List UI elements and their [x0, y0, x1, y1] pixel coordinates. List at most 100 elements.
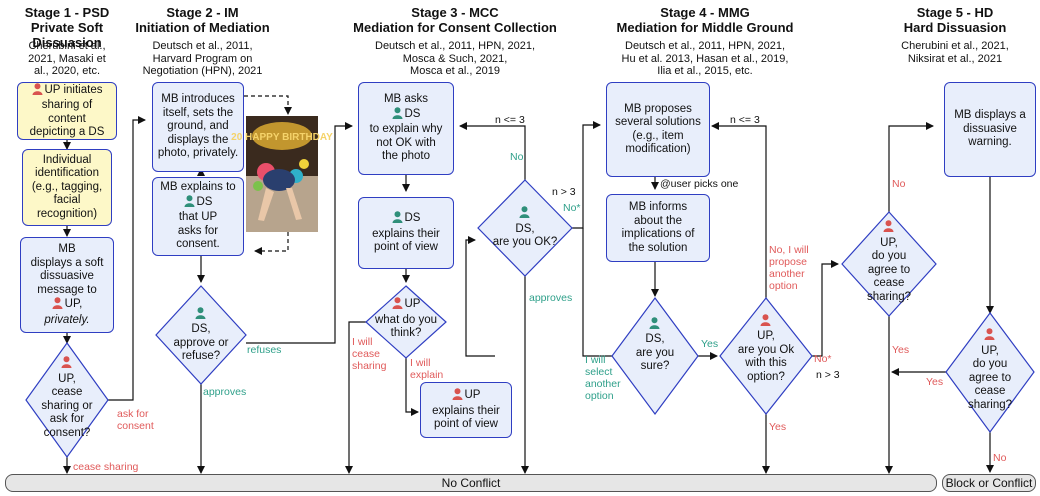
- stage-5-refs: Cherubini et al., 2021, Niksirat et al.,…: [870, 40, 1040, 65]
- node-mb-explains: MB explains to DS that UP asks for conse…: [152, 177, 244, 256]
- node-text: explains their: [432, 404, 500, 417]
- node-text: several solutions: [615, 116, 701, 128]
- node-text: cease: [51, 386, 83, 398]
- label-n-le-3-stage3: n <= 3: [495, 114, 525, 126]
- stage-4-name: Mediation for Middle Ground: [616, 20, 794, 35]
- label-text: select: [585, 366, 613, 378]
- node-text: approve or: [173, 336, 229, 349]
- node-text: explains their: [372, 227, 440, 240]
- label-ask-for-consent: ask for consent: [117, 408, 154, 432]
- stage-5-number: Stage 5 - HD: [916, 5, 994, 20]
- node-text: warning.: [968, 136, 1012, 149]
- node-text: itself, sets the: [162, 106, 234, 119]
- label-no-star-stage3: No*: [563, 202, 581, 214]
- node-text: with this: [745, 357, 787, 370]
- stage-1-title: Stage 1 - PSD Private Soft Dissuasion: [0, 5, 134, 50]
- stage-5-ref-line: Niksirat et al., 2021: [907, 52, 1003, 65]
- diamond-ds-sure: [611, 296, 699, 416]
- stage-3-ref-line: Deutsch et al., 2011, HPN, 2021,: [375, 40, 535, 52]
- up-person-icon: [52, 297, 63, 314]
- label-refuses: refuses: [247, 344, 282, 356]
- stage-2-number: Stage 2 - IM: [166, 5, 239, 20]
- up-person-icon: [452, 388, 463, 405]
- stage-4-ref-line: Deutsch et al., 2011, HPN, 2021,: [625, 40, 785, 52]
- label-yes-stage5-b: Yes: [926, 376, 944, 388]
- node-text: (e.g., item: [632, 129, 684, 142]
- node-text: do you: [871, 250, 907, 262]
- diamond-up-think: [365, 285, 447, 359]
- arrow-s5-no: [888, 122, 934, 212]
- label-text: cease: [352, 348, 381, 360]
- stage-3-refs: Deutsch et al., 2011, HPN, 2021, Mosca &…: [330, 40, 580, 78]
- arrow-s2-refuses: [246, 122, 353, 344]
- label-no-star-stage4: No*: [814, 353, 832, 365]
- node-individual-identification: Individual identification (e.g., tagging…: [22, 149, 112, 226]
- node-text: modification): [625, 143, 691, 155]
- diamond-ds-ok: [477, 179, 573, 277]
- node-up-initiates: UP initiates sharing of content depictin…: [17, 82, 117, 140]
- node-text: that UP: [178, 211, 218, 224]
- label-i-will-select: I will select another option: [585, 354, 621, 402]
- label-approves-stage3: approves: [529, 292, 573, 304]
- no-conflict-bar: No Conflict: [5, 474, 937, 492]
- node-text: consent?: [43, 426, 91, 439]
- node-text: UP: [44, 83, 61, 96]
- node-text: DS: [404, 107, 421, 120]
- stage-2-title: Stage 2 - IM Initiation of Mediation: [135, 5, 270, 35]
- diamond-ds-sure-text: DS, are you sure?: [620, 312, 690, 378]
- node-text: the photo: [382, 150, 430, 163]
- label-text: sharing: [352, 360, 387, 372]
- node-text: MB proposes: [624, 102, 692, 115]
- node-text: UP: [404, 298, 421, 311]
- node-text: ground, and: [167, 120, 229, 133]
- node-text: identification: [35, 167, 99, 180]
- label-yes-stage4-b: Yes: [769, 421, 787, 433]
- node-text: UP,: [981, 344, 999, 357]
- node-text: sharing of: [41, 99, 93, 111]
- shared-photo: 20 HAPPY BIRTHDAY: [231, 116, 333, 232]
- node-text: about the: [634, 214, 682, 227]
- node-text: (e.g., tagging,: [31, 180, 103, 193]
- node-text: content: [48, 112, 86, 125]
- stage-5-name: Hard Dissuasion: [903, 20, 1007, 35]
- node-text: sharing or: [41, 399, 93, 412]
- node-text: cease: [974, 385, 1006, 397]
- label-no-stage5-a: No: [892, 178, 906, 190]
- label-yes-stage5-a: Yes: [892, 344, 910, 356]
- node-text: MB asks: [383, 93, 429, 106]
- stage-3-ref-line: Mosca et al., 2019: [410, 65, 500, 77]
- arrow-s4-no: [812, 260, 839, 357]
- node-text: MB: [58, 243, 76, 255]
- arrow-s3-n3: [572, 121, 601, 229]
- node-mb-warning: MB displays a dissuasive warning.: [944, 82, 1036, 177]
- ds-person-icon: [392, 106, 403, 124]
- label-text: another: [585, 378, 621, 390]
- arrow-s3-loop: [459, 122, 526, 180]
- diamond-up-agree-2-text: UP, do you agree to cease sharing?: [950, 320, 1030, 420]
- label-text: another: [769, 268, 805, 280]
- stage-4-number: Stage 4 - MMG: [660, 5, 750, 20]
- node-text: photo, privately.: [157, 147, 239, 160]
- node-text: consent.: [176, 238, 220, 251]
- node-text: ask for: [49, 413, 85, 425]
- stage-3-ref-line: Mosca & Such, 2021,: [402, 52, 508, 65]
- node-text: Individual: [42, 153, 92, 166]
- node-text: point of view: [374, 241, 438, 254]
- node-text: MB introduces: [161, 93, 235, 106]
- node-text: DS: [196, 195, 213, 208]
- stage-1-ref-line: al., 2020, etc.: [33, 65, 101, 77]
- label-text: ask for: [117, 408, 149, 420]
- node-text: do you: [972, 358, 1008, 370]
- up-person-icon: [984, 328, 995, 345]
- stage-3-number: Stage 3 - MCC: [411, 5, 499, 20]
- label-user-picks: @user picks one: [660, 178, 739, 190]
- node-up-explains: UP explains their point of view: [420, 382, 512, 438]
- no-conflict-label: No Conflict: [441, 476, 501, 490]
- ds-person-icon: [649, 316, 660, 334]
- node-text: UP: [464, 389, 481, 402]
- arrow-s3-explain: [405, 356, 419, 416]
- stage-3-title: Stage 3 - MCC Mediation for Consent Coll…: [330, 5, 580, 35]
- node-text: sharing?: [866, 290, 912, 303]
- node-text: displays the: [167, 133, 229, 146]
- node-text: refuse?: [181, 350, 221, 362]
